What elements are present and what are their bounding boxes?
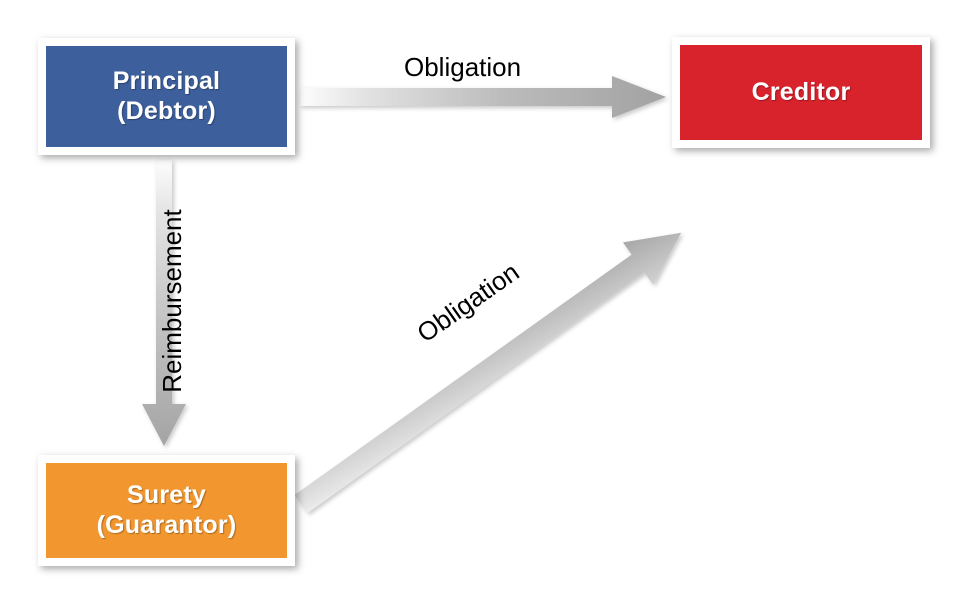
node-principal-label-line2: (Debtor) [117, 96, 216, 125]
node-surety-label-line1: Surety [126, 481, 206, 509]
node-creditor-fill: Creditor [680, 45, 922, 140]
node-surety-label-line2: (Guarantor) [96, 510, 237, 539]
node-principal-label-line1: Principal [112, 67, 221, 95]
edge-label-obligation-top: Obligation [404, 52, 522, 82]
node-principal[interactable]: Principal (Debtor) [38, 38, 295, 155]
edge-label-reimbursement: Reimbursement [157, 209, 187, 393]
node-surety[interactable]: Surety (Guarantor) [38, 455, 295, 566]
arrow-obligation-diagonal [294, 232, 682, 513]
node-surety-fill: Surety (Guarantor) [46, 463, 287, 558]
node-creditor[interactable]: Creditor [672, 37, 930, 148]
node-creditor-label-line1: Creditor [751, 77, 851, 106]
arrow-obligation-top [300, 76, 666, 118]
node-principal-fill: Principal (Debtor) [46, 46, 287, 147]
arrow-reimbursement [142, 160, 186, 446]
